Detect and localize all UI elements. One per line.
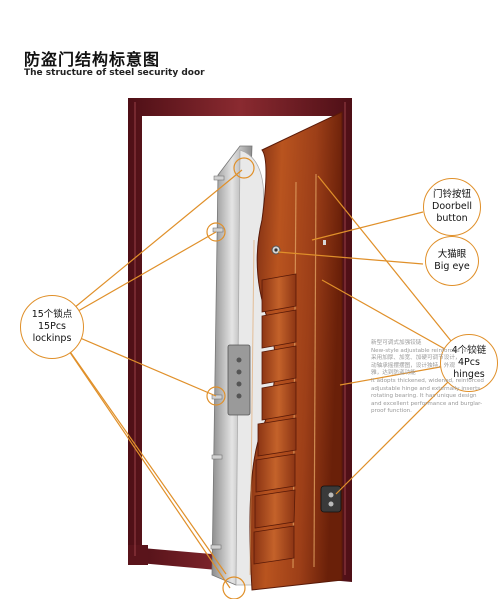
callout-hinges-en2: hinges — [453, 369, 485, 380]
door-panel — [261, 381, 297, 421]
door-panel — [255, 453, 296, 493]
hinge-note-line: adjustable hinge and externally inserts — [371, 385, 481, 392]
door-panel — [261, 345, 297, 385]
callout-lockpoints-cn: 15个锁点 — [31, 309, 73, 320]
lock-bolt — [211, 454, 223, 460]
hinge-note-heading: 新型可调式加强铰链 — [371, 340, 422, 346]
callout-hinges-cn: 4个铰链 — [451, 345, 487, 356]
door-panel — [257, 417, 297, 457]
hinge-note-line: 采用加厚、加宽、加硬可调节设计， — [371, 355, 461, 362]
lock-body — [227, 344, 251, 416]
hinge-note-line: New-style adjustable reinforced hinge — [371, 347, 478, 354]
hinge-note-line: 雅，达到防盗功能 — [371, 370, 416, 377]
callout-hinges: 4个铰链 4Pcs hinges — [440, 334, 498, 392]
callout-doorbell: 门铃按钮 Doorbell button — [423, 178, 481, 236]
door-panel — [254, 489, 296, 529]
hinge-icon — [320, 485, 342, 513]
callout-hinges-en1: 4Pcs — [458, 357, 480, 368]
hinge-note-line: proof function. — [371, 408, 412, 415]
callout-doorbell-en1: Doorbell — [432, 201, 472, 212]
lock-bolt — [212, 227, 224, 233]
diagram-title-en: The structure of steel security door — [24, 68, 205, 78]
hinge-note-line: 动轴承摇摆摆图，设计独特，外观 — [371, 362, 455, 369]
callout-lockpoints-en1: 15Pcs — [38, 321, 66, 332]
callout-targets — [206, 157, 255, 599]
callout-lockpoints: 15个锁点 15Pcs lockinps — [20, 295, 84, 359]
door-panel — [261, 309, 297, 349]
lock-bolt — [213, 175, 225, 181]
lock-bolt — [211, 394, 223, 400]
callout-bigeye: 大猫眼 Big eye — [425, 236, 479, 286]
hinge-note-line: It adopts thickened, widened, reinforced — [371, 377, 484, 384]
callout-lockpoints-en2: lockinps — [32, 333, 72, 344]
hinge-note-line: and excellent performance and burglar- — [371, 400, 483, 407]
door-panel — [253, 525, 295, 565]
hinge-note-line: rotating bearing. It has unique design — [371, 393, 477, 400]
frame-threshold — [128, 545, 148, 565]
lock-bolt — [210, 544, 222, 550]
hinge-note: 新型可调式加强铰链 New-style adjustable reinforce… — [371, 340, 499, 416]
callout-bigeye-cn: 大猫眼 — [437, 249, 467, 260]
callout-bigeye-en: Big eye — [434, 261, 470, 272]
doorbell-button-icon — [323, 240, 326, 245]
door-panel — [261, 273, 297, 313]
callout-doorbell-en2: button — [436, 213, 468, 224]
callout-doorbell-cn: 门铃按钮 — [432, 189, 471, 200]
diagram-title-cn: 防盗门结构标意图 — [24, 50, 161, 69]
